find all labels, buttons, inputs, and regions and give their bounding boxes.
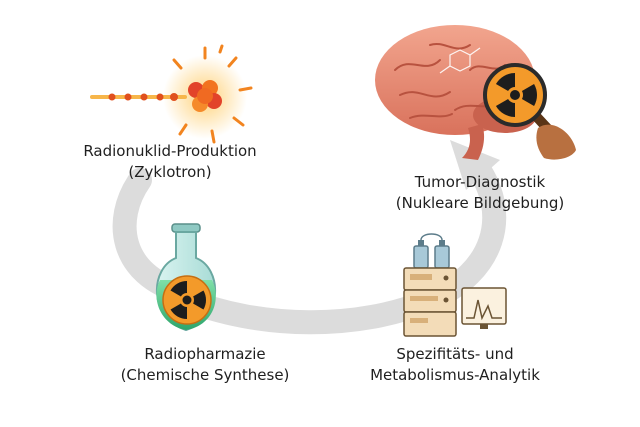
radioactive-flask-icon [155,223,217,332]
step-radionuklid-produktion: Radionuklid-Produktion (Zyklotron) [60,141,280,183]
step-title: Tumor-Diagnostik [414,173,546,191]
step-subtitle: (Zyklotron) [128,163,212,181]
step-title: Spezifitäts- und [396,345,514,363]
molecule-overlay [439,47,481,74]
brain-magnifier-icon [375,25,576,160]
step-title: Radionuklid-Produktion [83,142,257,160]
step-title: Radiopharmazie [144,345,266,363]
radiation-symbol [495,73,537,117]
step-radiopharmazie: Radiopharmazie (Chemische Synthese) [95,344,315,386]
step-subtitle: (Chemische Synthese) [120,366,290,384]
lab-analyzer-icon [403,233,507,337]
step-subtitle: (Nukleare Bildgebung) [395,194,565,212]
cyclotron-particle-icon [90,44,253,144]
step-subtitle: Metabolismus-Analytik [370,366,540,384]
step-tumor-diagnostik: Tumor-Diagnostik (Nukleare Bildgebung) [360,172,600,214]
step-analytik: Spezifitäts- und Metabolismus-Analytik [340,344,570,386]
